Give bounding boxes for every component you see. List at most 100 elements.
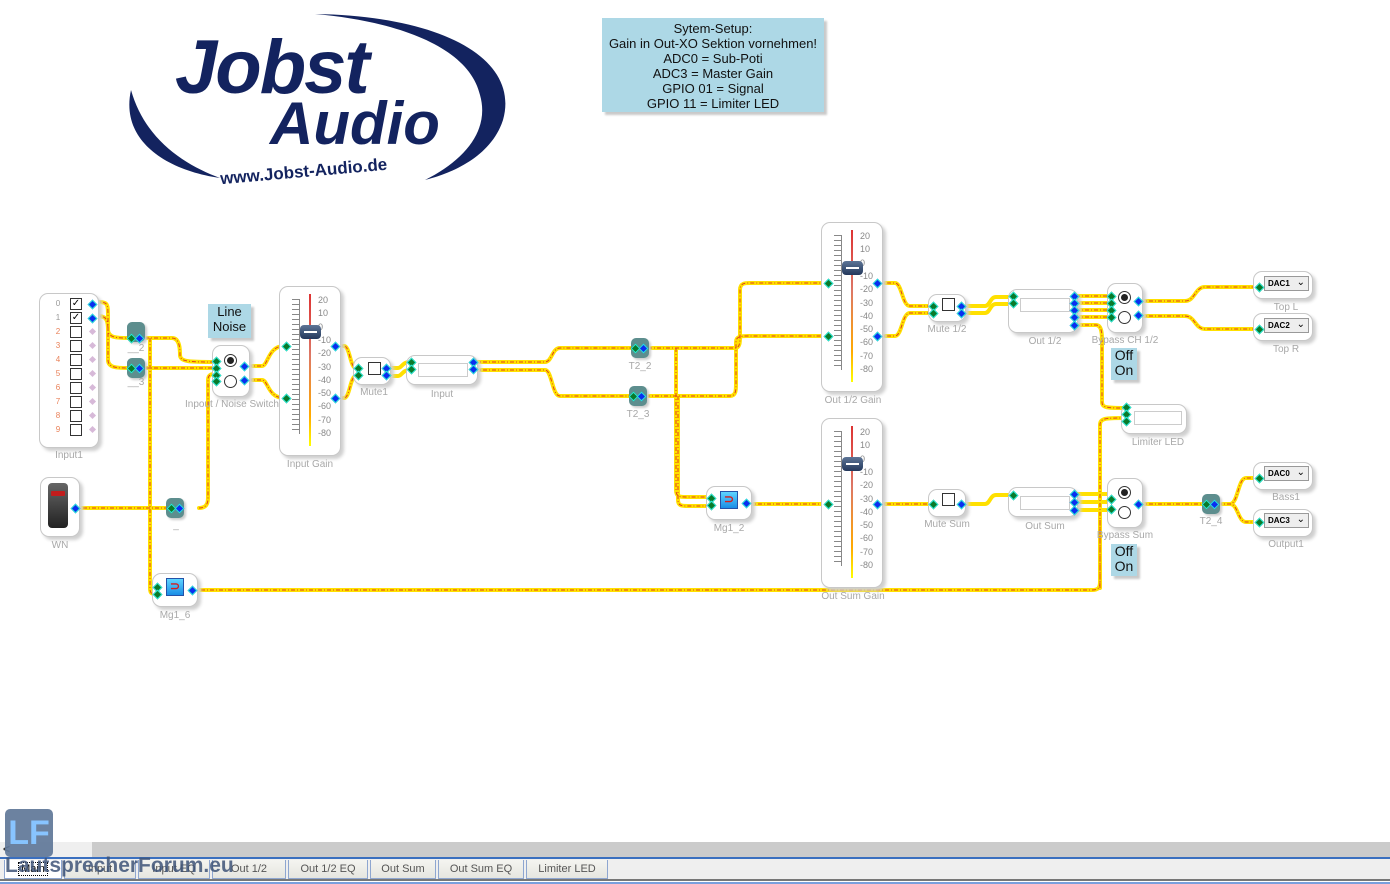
channel-checkbox[interactable] bbox=[70, 410, 82, 422]
channel-checkbox[interactable] bbox=[70, 396, 82, 408]
channel-out-pin[interactable] bbox=[88, 397, 97, 406]
fader-out-pin[interactable] bbox=[872, 499, 883, 510]
fader-scale-label: 10 bbox=[860, 440, 871, 451]
tab-limiter-led[interactable]: Limiter LED bbox=[526, 860, 608, 879]
note-line: On bbox=[1114, 558, 1134, 574]
tab-label: Input bbox=[87, 863, 113, 875]
chevron-down-icon: ⌄ bbox=[1296, 277, 1305, 288]
dac-bass1-select[interactable]: DAC0⌄ bbox=[1264, 466, 1309, 481]
channel-out-pin[interactable] bbox=[88, 369, 97, 378]
bypass12-label: Bypass CH 1/2 bbox=[1091, 335, 1159, 346]
fader-scale-label: -20 bbox=[318, 348, 332, 359]
channel-checkbox[interactable] bbox=[70, 424, 82, 436]
wn-toggle-switch[interactable] bbox=[48, 483, 68, 528]
channel-checkbox[interactable] bbox=[70, 354, 82, 366]
out12-gain-fader[interactable]: 20100-10-20-30-40-50-60-70-80 bbox=[821, 222, 883, 392]
t2-2-label: T2_2 bbox=[628, 361, 652, 372]
fader-scale-label: -40 bbox=[860, 506, 874, 517]
wn-label: WN bbox=[51, 540, 69, 551]
channel-number: 3 bbox=[55, 341, 61, 350]
channel-checkbox[interactable] bbox=[70, 326, 82, 338]
fader-knob[interactable] bbox=[842, 261, 863, 276]
channel-checkbox[interactable]: ✓ bbox=[70, 312, 82, 324]
tab-input[interactable]: Input bbox=[64, 860, 136, 879]
channel-out-pin[interactable] bbox=[88, 383, 97, 392]
fader-ticks bbox=[834, 431, 842, 566]
fader-in-pin[interactable] bbox=[823, 499, 834, 510]
dac-top-l-select[interactable]: DAC1⌄ bbox=[1264, 276, 1309, 291]
mg1-2-label: Mg1_2 bbox=[713, 523, 745, 534]
mute1-checkbox[interactable] bbox=[368, 362, 381, 375]
tee-wn-label: _ bbox=[173, 520, 179, 531]
fader-track bbox=[851, 426, 853, 578]
dac-value: DAC3 bbox=[1268, 516, 1290, 525]
bypasssum-radio-on[interactable] bbox=[1118, 506, 1131, 519]
channel-out-pin[interactable] bbox=[87, 313, 98, 324]
tab-main[interactable]: Main bbox=[4, 860, 62, 879]
mute12-checkbox[interactable] bbox=[942, 298, 955, 311]
fader-in-pin[interactable] bbox=[823, 331, 834, 342]
tab-label: Out Sum EQ bbox=[449, 863, 513, 875]
fader-in-pin[interactable] bbox=[281, 393, 292, 404]
fader-out-pin[interactable] bbox=[330, 393, 341, 404]
system-setup-note: Sytem-Setup: Gain in Out-XO Sektion vorn… bbox=[602, 18, 824, 112]
fader-in-pin[interactable] bbox=[281, 341, 292, 352]
channel-out-pin[interactable] bbox=[88, 355, 97, 364]
fader-scale-label: -40 bbox=[860, 310, 874, 321]
chevron-down-icon: ⌄ bbox=[1296, 319, 1305, 330]
dac-output1-select[interactable]: DAC3⌄ bbox=[1264, 513, 1309, 528]
channel-out-pin[interactable] bbox=[88, 341, 97, 350]
tab-input-eq[interactable]: Input EQ bbox=[138, 860, 210, 879]
merge-icon: ⊃ bbox=[720, 491, 738, 509]
note-line: Gain in Out-XO Sektion vornehmen! bbox=[608, 36, 818, 51]
channel-out-pin[interactable] bbox=[88, 411, 97, 420]
fader-scale-label: -70 bbox=[860, 546, 874, 557]
note-line: GPIO 11 = Limiter LED bbox=[646, 96, 780, 111]
fader-out-pin[interactable] bbox=[872, 331, 883, 342]
input-block-display bbox=[418, 363, 468, 377]
dac-top-r-select[interactable]: DAC2⌄ bbox=[1264, 318, 1309, 333]
outsum-gain-fader[interactable]: 20100-10-20-30-40-50-60-70-80 bbox=[821, 418, 883, 588]
merge-icon: ⊃ bbox=[166, 578, 184, 596]
channel-checkbox[interactable] bbox=[70, 368, 82, 380]
fader-ticks bbox=[292, 299, 300, 434]
channel-checkbox[interactable] bbox=[70, 382, 82, 394]
bypass12-radio-off[interactable] bbox=[1118, 291, 1131, 304]
tab-out-sum[interactable]: Out Sum bbox=[370, 860, 436, 879]
channel-out-pin[interactable] bbox=[87, 299, 98, 310]
channel-out-pin[interactable] bbox=[88, 425, 97, 434]
fader-out-pin[interactable] bbox=[872, 278, 883, 289]
tab-out-1-2-eq[interactable]: Out 1/2 EQ bbox=[288, 860, 368, 879]
input-gain-label: Input Gain bbox=[286, 459, 334, 470]
tab-out-sum-eq[interactable]: Out Sum EQ bbox=[438, 860, 524, 879]
mutesum-checkbox[interactable] bbox=[942, 493, 955, 506]
tab-label: Out Sum bbox=[381, 863, 425, 875]
switch-radio-noise[interactable] bbox=[224, 375, 237, 388]
channel-checkbox[interactable]: ✓ bbox=[70, 298, 82, 310]
channel-number: 6 bbox=[55, 383, 61, 392]
bottom-border bbox=[0, 879, 1390, 881]
fader-knob[interactable] bbox=[300, 325, 321, 340]
fader-in-pin[interactable] bbox=[823, 278, 834, 289]
bypasssum-radio-off[interactable] bbox=[1118, 486, 1131, 499]
input-gain-fader[interactable]: 20100-10-20-30-40-50-60-70-80 bbox=[279, 286, 341, 456]
logo-jobst: Jobst bbox=[175, 25, 370, 110]
bypass12-radio-on[interactable] bbox=[1118, 311, 1131, 324]
tee-3-label: __3 bbox=[127, 377, 145, 388]
logo-swoosh bbox=[129, 14, 506, 180]
switch-radio-line[interactable] bbox=[224, 354, 237, 367]
dac-value: DAC0 bbox=[1268, 469, 1290, 478]
channel-out-pin[interactable] bbox=[88, 327, 97, 336]
fader-scale-label: -50 bbox=[860, 520, 874, 531]
dac-top-l-label: Top L bbox=[1273, 302, 1299, 313]
dac-bass1-label: Bass1 bbox=[1272, 492, 1300, 503]
channel-checkbox[interactable] bbox=[70, 340, 82, 352]
note-line: GPIO 01 = Signal bbox=[662, 81, 764, 96]
lf-watermark-text: LautsprecherForum.eu bbox=[5, 854, 234, 877]
fader-scale-label: -50 bbox=[860, 324, 874, 335]
fader-out-pin[interactable] bbox=[330, 341, 341, 352]
channel-number: 5 bbox=[55, 369, 61, 378]
fader-knob[interactable] bbox=[842, 457, 863, 472]
tab-out-1-2[interactable]: Out 1/2 bbox=[212, 860, 286, 879]
